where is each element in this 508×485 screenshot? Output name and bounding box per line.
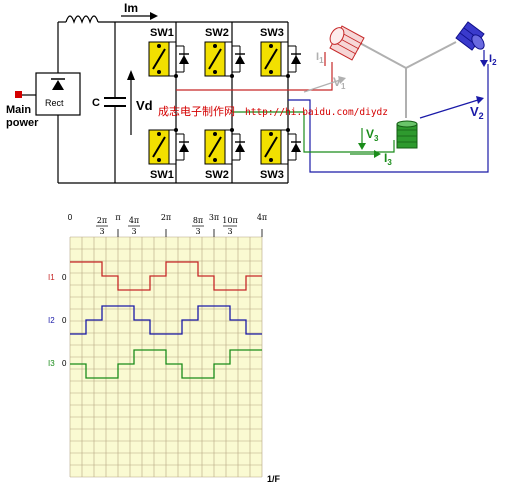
diode-icon [288,45,301,73]
tick-4pi3-den: 3 [131,227,136,236]
waveform-traces [70,261,262,379]
watermark-url: http://hi.baidu.com/diydz [245,107,388,118]
im-label: Im [124,1,138,15]
switch-bottom-3 [260,128,301,165]
tick-2pi3-den: 3 [99,227,104,236]
v1-label: V1 [333,75,346,91]
switch-top-2 [204,41,245,78]
sw2-bottom-label: SW2 [205,169,229,181]
top-axis: 0 π 2π 3π 4π 2π 3 4π 3 8π 3 10π 3 [68,213,267,236]
coil1-icon [329,25,365,61]
switches [148,41,301,165]
main-power-label-2: power [6,117,39,129]
star-connection [357,41,457,70]
diode-icon [176,133,189,161]
row-zero-i3: 0 [62,359,67,368]
rectifier-diode-icon [51,78,65,90]
i2-arrow [480,50,488,67]
sw3-bottom-label: SW3 [260,169,284,181]
phase1-wire [176,62,333,91]
coil3-icon [396,120,418,149]
v2-label: V2 [470,104,484,121]
tick-4pi: 4π [257,213,267,222]
tick-2pi: 2π [161,213,171,222]
row-label-i1: I1 [48,273,55,282]
switch-top-1 [148,41,189,78]
rectifier-label: Rect [45,98,64,108]
watermark-cn: 成志电子制作网 [158,105,235,118]
v3-arrow [358,128,366,150]
main-power-label-1: Main [6,104,31,116]
tick-zero: 0 [68,213,73,222]
tick-2pi3-num: 2π [97,216,107,225]
v1-arrow [303,76,346,93]
diode-icon [176,45,189,73]
capacitor-label: C [92,97,100,109]
phase2-wire [288,64,489,173]
i2-label: I2 [489,53,497,67]
i3-arrow [350,150,381,158]
x-end-label: 1/F [267,474,281,484]
sw2-top-label: SW2 [205,27,229,39]
switch-top-3 [260,41,301,78]
i3-label: I3 [384,151,392,167]
diode-icon [232,45,245,73]
row-zero-i2: 0 [62,316,67,325]
tick-10pi3-den: 3 [227,227,232,236]
phase3-wire [232,111,395,153]
main-power-terminal [15,91,22,98]
sw1-bottom-label: SW1 [150,169,174,181]
phase-wires [176,62,489,173]
v2-arrow [419,96,484,119]
tick-3pi: 3π [209,213,219,222]
sw3-top-label: SW3 [260,27,284,39]
diode-icon [232,133,245,161]
trace-i2 [70,305,262,335]
coil2-icon [455,21,485,51]
circuit [15,15,289,184]
row-label-i2: I2 [48,316,55,325]
vd-label: Vd [136,98,153,113]
tick-10pi3-num: 10π [222,216,237,225]
switch-bottom-1 [148,128,189,165]
diode-icon [288,133,301,161]
tick-pi: π [115,213,120,222]
row-zero-i1: 0 [62,273,67,282]
vd-arrow-head [127,70,135,80]
waveform-grid [69,229,263,478]
row-label-i3: I3 [48,359,55,368]
sw1-top-label: SW1 [150,27,174,39]
trace-i1 [70,261,262,291]
trace-i3 [70,349,262,379]
i1-label: I1 [316,51,324,65]
tick-4pi3-num: 4π [129,216,139,225]
current-arrow [121,12,158,20]
v3-label: V3 [366,127,379,143]
tick-8pi3-den: 3 [195,227,200,236]
switch-bottom-2 [204,128,245,165]
tick-8pi3-num: 8π [193,216,203,225]
inductor-icon [65,15,99,24]
motor: I1 V1 I2 V2 V3 I3 [303,21,497,167]
